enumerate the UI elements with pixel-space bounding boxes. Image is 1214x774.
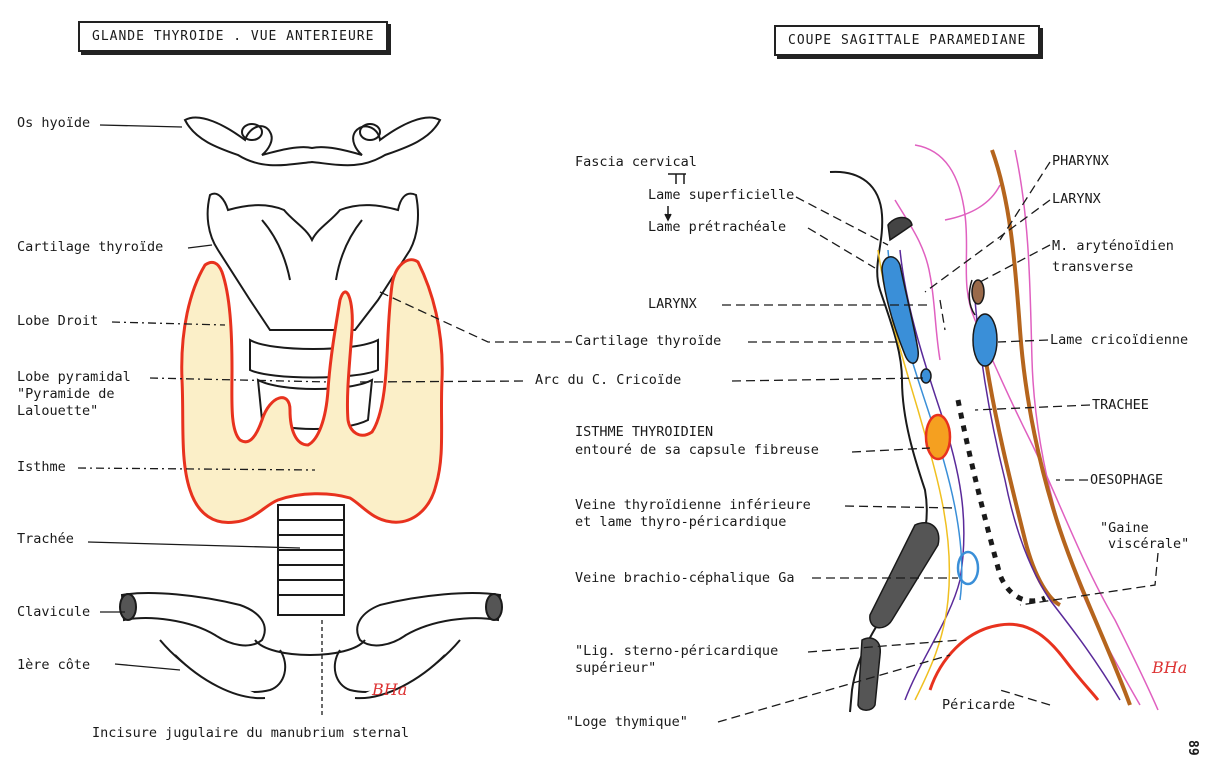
label-lig-superieur: supérieur" [575, 659, 656, 677]
label-cartilage-thyroide-left: Cartilage thyroïde [17, 238, 163, 256]
label-lobe-pyramidal: Lobe pyramidal [17, 368, 131, 386]
label-pharynx: PHARYNX [1052, 152, 1109, 170]
label-lame-cricoidienne: Lame cricoïdienne [1050, 331, 1188, 349]
label-veine-brachio: Veine brachio-céphalique Ga [575, 569, 794, 587]
esophagus [985, 150, 1130, 705]
hyoid-bone [185, 118, 440, 166]
label-lalouette: Lalouette" [17, 402, 98, 420]
isthmus-section [926, 415, 950, 459]
label-loge-thymique: "Loge thymique" [566, 713, 688, 731]
signature-left: BHa [372, 680, 407, 699]
label-clavicule: Clavicule [17, 603, 90, 621]
page-number: 89 [1185, 740, 1200, 756]
label-arc-cricoide: Arc du C. Cricoïde [535, 371, 681, 389]
label-lame-thyro-pericardique: et lame thyro-péricardique [575, 513, 786, 531]
label-arytenoidien: M. aryténoïdien [1052, 237, 1174, 255]
label-lig-sterno: "Lig. sterno-péricardique [575, 642, 778, 660]
label-isthme: Isthme [17, 458, 66, 476]
label-trachee-left: Trachée [17, 530, 74, 548]
label-trachee-right: TRACHEE [1092, 396, 1149, 414]
title-right: COUPE SAGITTALE PARAMEDIANE [774, 25, 1040, 56]
label-lame-superficielle: Lame superficielle [648, 186, 794, 204]
label-pyramide: "Pyramide de [17, 385, 115, 403]
label-veine-thyroidienne: Veine thyroïdienne inférieure [575, 496, 811, 514]
label-larynx-middle: LARYNX [648, 295, 697, 313]
label-oesophage: OESOPHAGE [1090, 471, 1163, 489]
label-incisure: Incisure jugulaire du manubrium sternal [92, 724, 409, 742]
label-isthme-thyroidien: ISTHME THYROIDIEN [575, 423, 713, 441]
label-lame-pretracheale: Lame prétrachéale [648, 218, 786, 236]
label-lobe-droit: Lobe Droit [17, 312, 98, 330]
label-capsule-fibreuse: entouré de sa capsule fibreuse [575, 441, 819, 459]
label-fascia-cervical: Fascia cervical [575, 153, 697, 171]
trachea [278, 505, 344, 615]
title-left: GLANDE THYROIDE . VUE ANTERIEURE [78, 21, 388, 52]
label-os-hyoide: Os hyoïde [17, 114, 90, 132]
label-cartilage-thyroide-middle: Cartilage thyroïde [575, 332, 721, 350]
label-viscerale: viscérale" [1108, 535, 1189, 553]
pericardium [930, 624, 1098, 700]
signature-right: BHa [1152, 658, 1187, 677]
label-larynx-right: LARYNX [1052, 190, 1101, 208]
sternum [858, 523, 939, 711]
label-pericarde: Péricarde [942, 696, 1015, 714]
label-premiere-cote: 1ère côte [17, 656, 90, 674]
label-transverse: transverse [1052, 258, 1133, 276]
